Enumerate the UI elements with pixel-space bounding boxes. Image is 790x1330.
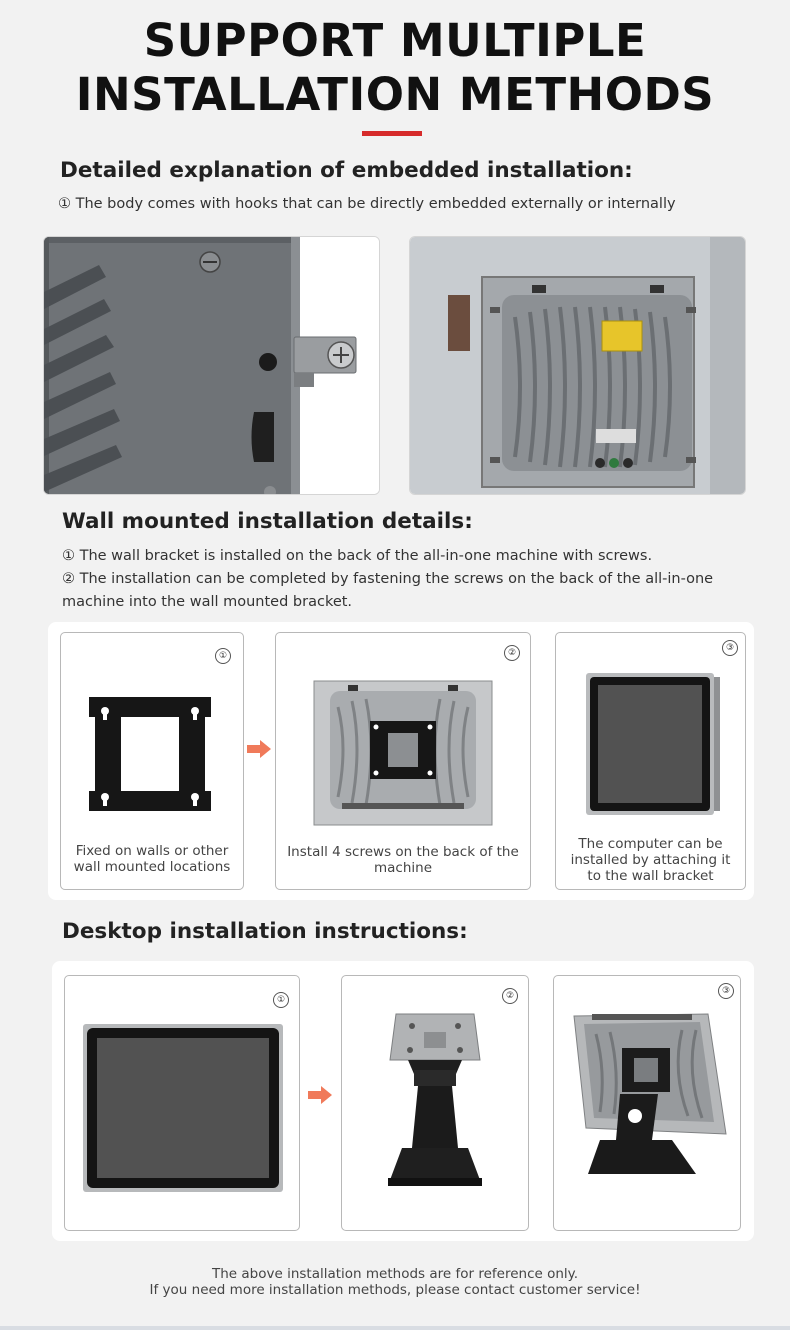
wall-heading: Wall mounted installation details: [62, 509, 473, 534]
desktop-step-card-2: ② [341, 975, 529, 1231]
front-monitor-illustration [83, 1024, 283, 1192]
monitor-on-stand-back-illustration [573, 1013, 727, 1174]
bottom-bar [0, 1326, 790, 1330]
embedded-hook-photo [43, 236, 380, 495]
hook-closeup-illustration [44, 237, 379, 494]
desktop-step-card-3: ③ [553, 975, 741, 1231]
embedded-description: ① The body comes with hooks that can be … [58, 196, 676, 212]
wall-step-card-1: ① Fixed on walls or other wall mounted l… [60, 632, 244, 890]
page-title: SUPPORT MULTIPLE INSTALLATION METHODS [0, 14, 790, 122]
cabinet-mount-illustration [410, 237, 745, 494]
title-line-1: SUPPORT MULTIPLE [143, 14, 647, 67]
embedded-cabinet-photo [409, 236, 746, 495]
title-line-2: INSTALLATION METHODS [75, 68, 715, 121]
footer-note-line-2: If you need more installation methods, p… [149, 1282, 641, 1298]
wall-mounted-monitor-illustration [586, 673, 720, 815]
desktop-heading: Desktop installation instructions: [62, 919, 468, 944]
desktop-step-card-1: ① [64, 975, 300, 1231]
machine-back-with-bracket-illustration [313, 680, 493, 826]
footer-note-line-1: The above installation methods are for r… [211, 1266, 579, 1282]
wall-description-1: ① The wall bracket is installed on the b… [62, 548, 653, 564]
wall-description-2: ② The installation can be completed by f… [62, 571, 714, 610]
arrow-right-icon [247, 740, 271, 758]
wall-bracket-icon [89, 697, 211, 811]
desktop-steps-panel: ① ② ③ [52, 961, 754, 1241]
step-number-badge: ② [502, 988, 518, 1004]
wall-step-card-2: ② Install 4 screws on the back of the ma… [275, 632, 531, 890]
arrow-right-icon [308, 1086, 332, 1104]
step-number-badge: ③ [718, 983, 734, 999]
desktop-stand-illustration [388, 1013, 482, 1186]
embedded-heading: Detailed explanation of embedded install… [60, 158, 633, 183]
wall-step-card-3: ③ The computer can be installed by attac… [555, 632, 746, 890]
step-number-badge: ③ [722, 640, 738, 656]
wall-step-caption-1: Fixed on walls or other wall mounted loc… [73, 843, 231, 875]
wall-steps-panel: ① Fixed on walls or other wall mounted l… [48, 622, 754, 900]
title-accent-rule [362, 131, 422, 136]
step-number-badge: ① [273, 992, 289, 1008]
step-number-badge: ① [215, 648, 231, 664]
wall-step-caption-2: Install 4 screws on the back of the mach… [287, 844, 519, 876]
wall-step-caption-3: The computer can be installed by attachi… [570, 836, 731, 884]
step-number-badge: ② [504, 645, 520, 661]
